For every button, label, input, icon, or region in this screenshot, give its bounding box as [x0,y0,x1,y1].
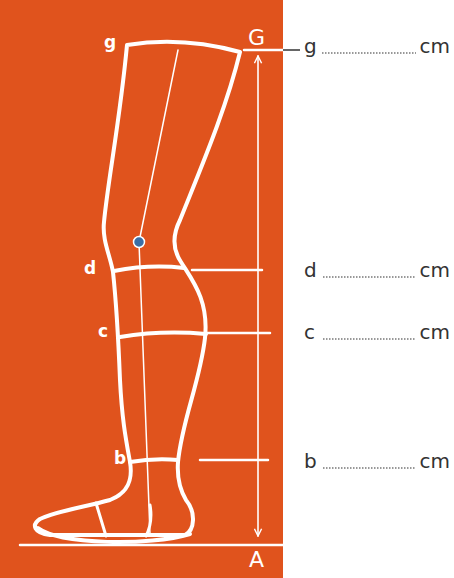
knee-point [134,237,145,248]
ground-line [20,544,283,547]
blank-line-d [323,276,416,277]
leader-g-outside [283,49,300,51]
leader-d [192,269,262,272]
unit-label: cm [420,322,450,342]
field-letter: d [304,260,317,280]
ring-d [114,267,184,271]
point-letter: d [84,260,96,277]
unit-label: cm [420,36,450,56]
height-bottom-letter: A [249,549,264,571]
sole-line [38,528,190,542]
point-letter: g [104,34,116,51]
height-top-letter: G [248,27,265,49]
ring-b [130,459,178,462]
field-letter: c [304,322,315,342]
ring-c [120,333,206,337]
ankle-strap [96,503,151,536]
field-letter: g [304,36,317,56]
blank-line-c [323,338,416,339]
blank-line-b [323,467,416,468]
unit-label: cm [420,260,450,280]
height-arrow [257,56,259,536]
field-letter: b [304,451,317,471]
leader-c [207,332,270,335]
unit-label: cm [420,451,450,471]
point-letter: c [98,323,108,340]
point-letter: b [114,450,126,467]
leader-g [244,49,283,52]
blank-line-g [322,52,416,53]
orange-panel [0,0,283,578]
